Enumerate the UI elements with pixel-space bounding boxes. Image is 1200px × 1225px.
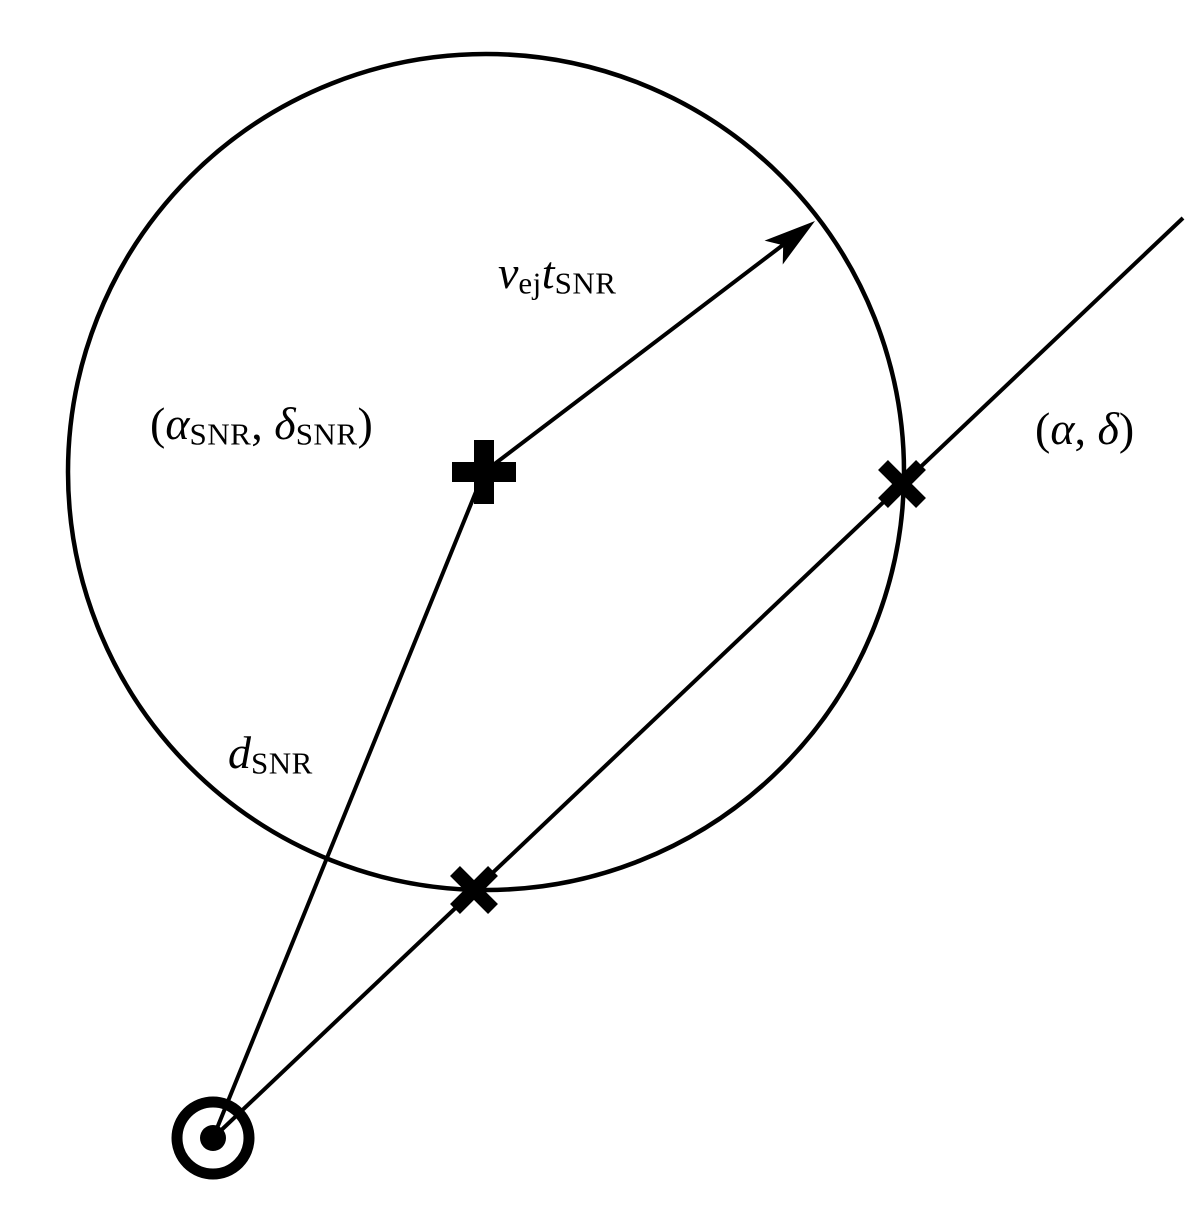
ejecta-radius-arrow-shaft: [482, 227, 806, 474]
arrowhead-icon: [764, 221, 815, 265]
open-paren: (: [150, 398, 166, 449]
ejecta-radius-label: vejtSNR: [498, 250, 616, 299]
snr-shell-circle: [65, 51, 907, 893]
x-marker-near-icon: [450, 866, 498, 914]
delta-symbol: δ: [1097, 403, 1119, 454]
close-paren: ): [357, 398, 373, 449]
plus-marker-icon: [452, 440, 516, 504]
sightline-coordinates-label: (α, δ): [1035, 406, 1134, 452]
snr-age-symbol: t: [541, 247, 555, 298]
alpha-symbol: α: [1050, 403, 1075, 454]
observer-sun-icon: [171, 1096, 255, 1180]
distance-symbol: d: [228, 727, 251, 778]
comma: ,: [1074, 403, 1098, 454]
distance-subscript: SNR: [251, 745, 313, 781]
ejecta-velocity-symbol: v: [498, 247, 519, 298]
snr-center-coordinates-label: (αSNR, δSNR): [150, 401, 373, 450]
delta-subscript: SNR: [295, 416, 358, 452]
x-marker-far-icon: [878, 460, 926, 508]
alpha-symbol: α: [165, 398, 190, 449]
delta-symbol: δ: [274, 398, 296, 449]
line-of-sight: [211, 216, 1185, 1140]
comma: ,: [251, 398, 275, 449]
alpha-subscript: SNR: [189, 416, 252, 452]
close-paren: ): [1118, 403, 1135, 454]
open-paren: (: [1035, 403, 1051, 454]
ejecta-velocity-subscript: ej: [518, 265, 542, 301]
snr-distance-line: [211, 471, 486, 1139]
snr-distance-label: dSNR: [228, 730, 313, 779]
snr-age-subscript: SNR: [554, 265, 617, 301]
